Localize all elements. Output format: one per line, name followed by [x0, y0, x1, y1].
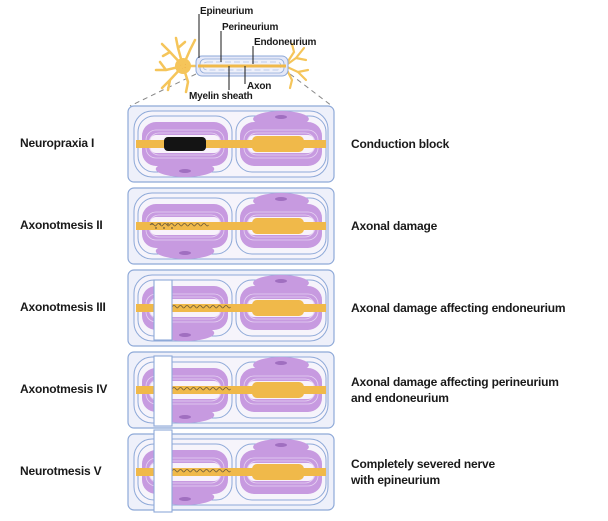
description-line: with epineurium	[351, 473, 441, 487]
description-line: Conduction block	[351, 137, 450, 151]
stage-description: Axonal damage	[351, 218, 437, 234]
stage-name: Axonotmesis IV	[20, 382, 108, 396]
label-perineurium: Perineurium	[222, 22, 279, 33]
mini-nerve-icon	[195, 55, 289, 77]
description-line: Completely severed nerve	[351, 457, 495, 471]
stage-description: Conduction block	[351, 136, 449, 152]
stage-name: Axonotmesis III	[20, 300, 106, 314]
stage-description: Axonal damage affecting perineurium and e…	[351, 374, 559, 406]
stage-name: Neuropraxia I	[20, 136, 95, 150]
neuron-cell-body-icon	[154, 36, 200, 94]
label-epineurium: Epineurium	[200, 6, 254, 17]
stage-description: Completely severed nerve with epineurium	[351, 456, 495, 488]
label-axon: Axon	[247, 81, 272, 92]
description-line: Axonal damage affecting endoneurium	[351, 301, 566, 315]
zoom-line-left	[129, 73, 197, 107]
zoom-line-right	[289, 73, 333, 107]
label-myelin-sheath: Myelin sheath	[189, 91, 253, 102]
stage-description: Axonal damage affecting endoneurium	[351, 300, 566, 316]
description-line: Axonal damage	[351, 219, 438, 233]
label-endoneurium: Endoneurium	[254, 37, 317, 48]
description-line: and endoneurium	[351, 391, 449, 405]
description-line: Axonal damage affecting perineurium	[351, 375, 559, 389]
stage-name: Axonotmesis II	[20, 218, 103, 232]
stage-name: Neurotmesis V	[20, 464, 102, 478]
